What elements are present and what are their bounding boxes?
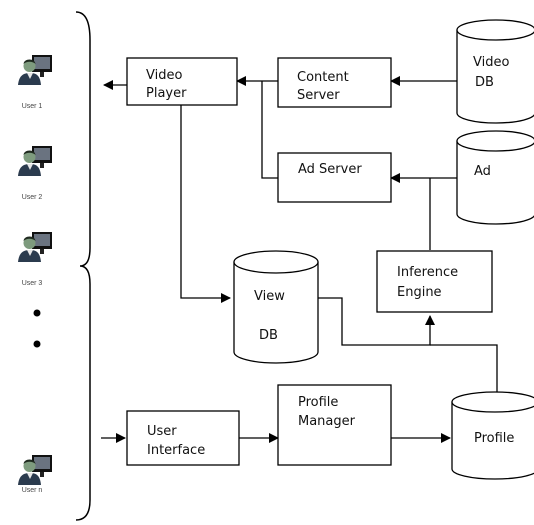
user-1: User 1 xyxy=(18,55,52,110)
view-db-cylinder: View DB xyxy=(233,250,319,364)
inference-engine-label-1: Inference xyxy=(397,265,458,280)
profile-manager-label-1: Profile xyxy=(298,395,338,410)
arrow-viewdb-to-inference xyxy=(318,297,435,346)
ad-db-label: Ad xyxy=(474,164,491,179)
user-n: User n xyxy=(18,455,52,494)
ellipsis-dot xyxy=(33,309,41,317)
user-at-computer-icon xyxy=(18,55,52,85)
view-db-label-1: View xyxy=(254,289,285,304)
user-label: User 3 xyxy=(22,280,43,287)
content-server-label-2: Server xyxy=(297,88,340,103)
user-3: User 3 xyxy=(18,232,52,287)
arrow-player-to-viewdb xyxy=(180,105,231,303)
video-db-label-1: Video xyxy=(473,55,509,70)
user-label: User n xyxy=(22,487,43,494)
profile-db-cylinder: Profile xyxy=(451,391,534,480)
content-server-box: Content Server xyxy=(277,57,392,108)
user-group-brace xyxy=(75,11,91,521)
video-db-cylinder: Video DB xyxy=(456,19,534,124)
line-profile-to-inference xyxy=(430,344,498,392)
user-interface-label-1: User xyxy=(147,424,177,439)
user-at-computer-icon xyxy=(18,232,52,262)
ad-db-cylinder: Ad xyxy=(456,130,534,225)
user-interface-label-2: Interface xyxy=(147,443,205,458)
profile-manager-label-2: Manager xyxy=(298,414,356,429)
user-label: User 1 xyxy=(22,103,43,110)
ad-server-label: Ad Server xyxy=(298,162,362,177)
connectors xyxy=(101,76,498,443)
video-player-label-2: Player xyxy=(146,86,187,101)
content-server-label-1: Content xyxy=(297,70,349,85)
inference-engine-box: Inference Engine xyxy=(376,250,493,313)
user-interface-box: User Interface xyxy=(126,410,240,466)
line-adserver-to-player xyxy=(261,81,278,179)
user-at-computer-icon xyxy=(18,455,52,485)
inference-engine-label-2: Engine xyxy=(397,285,442,300)
video-player-label-1: Video xyxy=(146,68,182,83)
video-player-box: Video Player xyxy=(126,57,238,106)
user-at-computer-icon xyxy=(18,146,52,176)
profile-db-label: Profile xyxy=(474,431,514,446)
ad-server-box: Ad Server xyxy=(277,152,392,203)
user-label: User 2 xyxy=(22,194,43,201)
user-2: User 2 xyxy=(18,146,52,201)
view-db-label-2: DB xyxy=(259,328,278,343)
ellipsis-dot xyxy=(33,340,41,348)
video-db-label-2: DB xyxy=(475,75,494,90)
profile-manager-box: Profile Manager xyxy=(277,384,392,466)
